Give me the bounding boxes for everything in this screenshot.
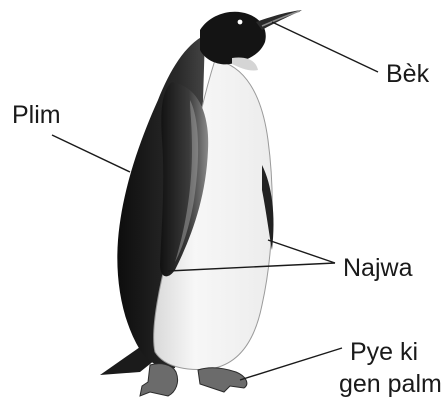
- label-feather: Plim: [12, 101, 61, 129]
- label-feet-line1: Pye ki: [350, 338, 418, 366]
- label-wing: Najwa: [343, 254, 412, 282]
- right-foot: [198, 368, 247, 392]
- eye: [238, 20, 243, 25]
- feet-leader-line: [240, 348, 342, 380]
- najwa-leader-line-2: [268, 240, 335, 263]
- left-foot: [140, 364, 178, 396]
- label-feet-line2: gen palm: [339, 370, 442, 398]
- plim-leader-line: [52, 135, 130, 172]
- beak-leader-line: [272, 22, 378, 72]
- label-beak: Bèk: [386, 60, 429, 88]
- penguin-head: [200, 12, 266, 65]
